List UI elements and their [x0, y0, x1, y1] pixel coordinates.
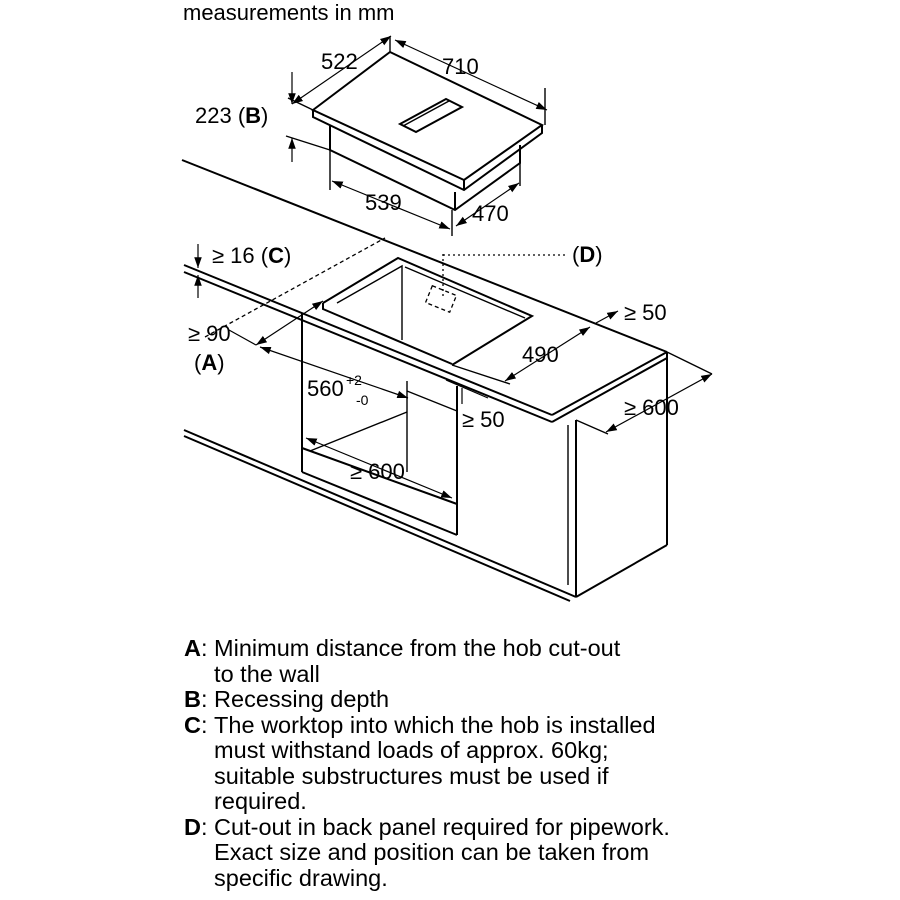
- dim-cutout-depth: 490: [451, 326, 591, 385]
- legend-key: B: [184, 686, 201, 712]
- legend-separator: :: [200, 635, 215, 661]
- dim-hob-depth-label: 522: [321, 49, 358, 74]
- dim-hob-width-label: 710: [442, 54, 479, 79]
- legend-item-c: C: The worktop into which the hob is ins…: [184, 711, 884, 815]
- legend-line: Exact size and position can be taken fro…: [214, 839, 650, 865]
- legend-line: suitable substructures must be used if: [214, 762, 609, 789]
- dim-recess-depth: 223 (B): [195, 72, 331, 162]
- dim-worktop-depth-min: ≥ 600: [575, 351, 713, 435]
- legend-key: D: [184, 813, 201, 840]
- hob-drawing: [311, 50, 544, 212]
- dim-hob-depth: 522: [287, 35, 392, 111]
- dim-wall-distance-value: ≥ 90: [188, 321, 231, 346]
- dim-worktop-min: ≥ 16 (C): [194, 243, 291, 298]
- dim-body-width-label: 539: [365, 190, 402, 215]
- legend-text: Recessing depth: [214, 686, 390, 713]
- installation-diagram: measurements in mm 522 710 223 (B): [181, 0, 713, 602]
- dim-wall-distance: ≥ 90 (A): [188, 300, 324, 375]
- legend-item-b: B: Recessing depth: [184, 686, 884, 713]
- legend-line: Recessing depth: [214, 686, 390, 712]
- dim-cutout-width-tol-plus: +2: [346, 372, 362, 388]
- dim-body-depth-label: 470: [472, 201, 509, 226]
- dim-cabinet-width-min: ≥ 600: [305, 437, 453, 499]
- legend-text: Cut-out in back panel required for pipew…: [214, 813, 670, 892]
- legend-separator: :: [200, 711, 215, 738]
- dim-cutout-depth-label: 490: [522, 342, 559, 367]
- dim-hob-width: 710: [389, 36, 548, 125]
- legend-item-d: D: Cut-out in back panel required for pi…: [184, 813, 884, 892]
- dim-wall-distance-key: (A): [194, 350, 225, 375]
- dim-worktop-depth-min-label: ≥ 600: [624, 395, 679, 420]
- dim-body-depth: 470: [455, 163, 521, 227]
- worktop-drawing: [181, 159, 668, 602]
- legend-line: The worktop into which the hob is instal…: [214, 711, 656, 738]
- dim-body-width: 539: [329, 150, 453, 236]
- legend-line: must withstand loads of approx. 60kg;: [214, 737, 609, 763]
- legend-key: A: [184, 635, 201, 661]
- dim-front-edge-min: ≥ 50: [445, 379, 505, 432]
- measurements-title: measurements in mm: [183, 0, 395, 25]
- legend-line: Cut-out in back panel required for pipew…: [214, 813, 670, 840]
- legend: A: Minimum distance from the hob cut-out…: [184, 635, 884, 892]
- legend-line: Minimum distance from the hob cut-out: [214, 635, 621, 661]
- dim-worktop-min-label: ≥ 16 (C): [212, 243, 291, 268]
- dim-side-edge-min: ≥ 50: [595, 300, 667, 325]
- dim-side-edge-min-label: ≥ 50: [624, 300, 667, 325]
- backpanel-cutout-label: (D): [572, 242, 603, 267]
- dim-recess-depth-label: 223 (B): [195, 103, 268, 128]
- dim-cutout-width-tol-minus: -0: [356, 392, 369, 408]
- legend-line: specific drawing.: [214, 864, 388, 891]
- legend-key: C: [184, 711, 201, 738]
- legend-item-a: A: Minimum distance from the hob cut-out…: [184, 635, 884, 687]
- legend-separator: :: [200, 813, 215, 840]
- legend-separator: :: [200, 686, 215, 712]
- dim-cutout-width-base: 560: [307, 376, 344, 401]
- dim-front-edge-min-label: ≥ 50: [462, 407, 505, 432]
- legend-text: The worktop into which the hob is instal…: [214, 711, 656, 815]
- legend-line: required.: [214, 788, 307, 814]
- dim-cabinet-width-min-label: ≥ 600: [350, 459, 405, 484]
- legend-line: to the wall: [214, 660, 320, 687]
- dim-cutout-width: 560 +2 -0: [259, 346, 409, 408]
